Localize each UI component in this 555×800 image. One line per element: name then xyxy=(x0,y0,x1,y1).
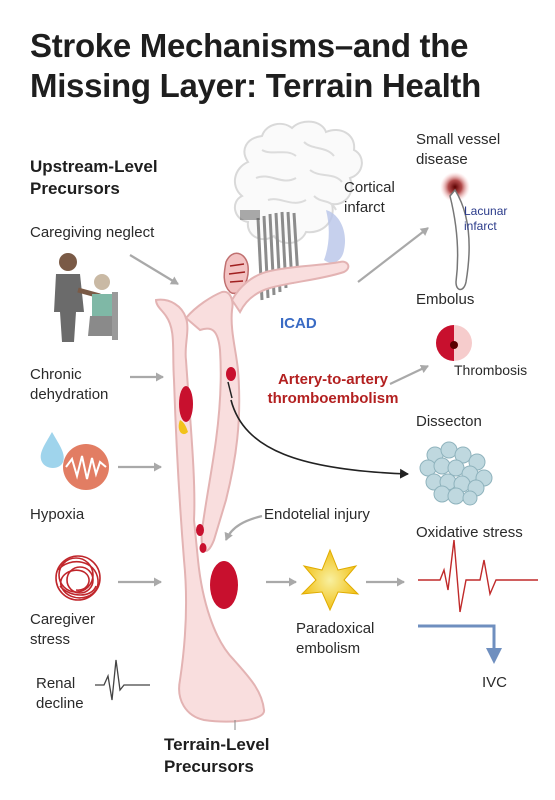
embolus-icon xyxy=(436,325,472,361)
label-artery-to-artery: Artery-to-artery thromboembolism xyxy=(258,370,408,408)
label-icad: ICAD xyxy=(280,315,317,332)
label-caregiver-stress: Caregiver stress xyxy=(30,611,96,648)
label-ivc: IVC xyxy=(482,674,508,691)
label-small-vessel-disease: Small vessel disease xyxy=(416,131,501,168)
label-hypoxia: Hypoxia xyxy=(30,506,85,523)
label-lacunar-infarct: Lacunar infarct xyxy=(464,204,508,233)
flow-arrows xyxy=(118,227,429,587)
label-thrombosis: Thrombosis xyxy=(454,362,528,378)
label-dissection: Dissecton xyxy=(416,413,482,430)
renal-ecg-icon xyxy=(95,659,150,701)
label-oxidative-stress: Oxidative stress xyxy=(416,524,523,541)
ivc-arrow xyxy=(418,624,496,650)
label-caregiving-neglect: Caregiving neglect xyxy=(30,224,155,241)
clot xyxy=(179,386,193,422)
terrain-heading: Terrain-Level Precursors xyxy=(164,735,270,776)
label-embolus: Embolus xyxy=(416,291,475,308)
dissection-arrow xyxy=(230,399,409,479)
upstream-heading: Upstream-Level Precursors xyxy=(30,157,158,198)
caregiving-figures-icon xyxy=(54,253,118,342)
clot xyxy=(210,561,238,609)
artery-line-1: Artery-to-artery xyxy=(277,371,389,388)
label-renal-decline: Renal decline xyxy=(36,675,84,712)
paradoxical-embolism-icon xyxy=(300,548,360,612)
artery-vessel xyxy=(154,260,350,723)
label-endothelial-injury: Endotelial injury xyxy=(264,506,370,523)
label-chronic-dehydration: Chronic dehydration xyxy=(30,366,109,403)
label-paradoxical-embolism: Paradoxical embolism xyxy=(296,620,375,657)
hypoxia-icon xyxy=(63,444,109,490)
dissection-cluster-icon xyxy=(419,441,493,506)
small-vessel-icon xyxy=(440,172,470,291)
brain-illustration xyxy=(223,120,363,301)
label-cortical-infarct: Cortical infarct xyxy=(344,179,395,216)
clot xyxy=(226,367,236,381)
oxidative-ecg-icon xyxy=(418,539,538,613)
artery-line-2: thromboembolism xyxy=(267,390,399,407)
page-title: Stroke Mechanisms–and the Missing Layer:… xyxy=(30,27,481,104)
stress-scribble-icon xyxy=(55,555,101,601)
water-drop-icon xyxy=(40,432,64,468)
